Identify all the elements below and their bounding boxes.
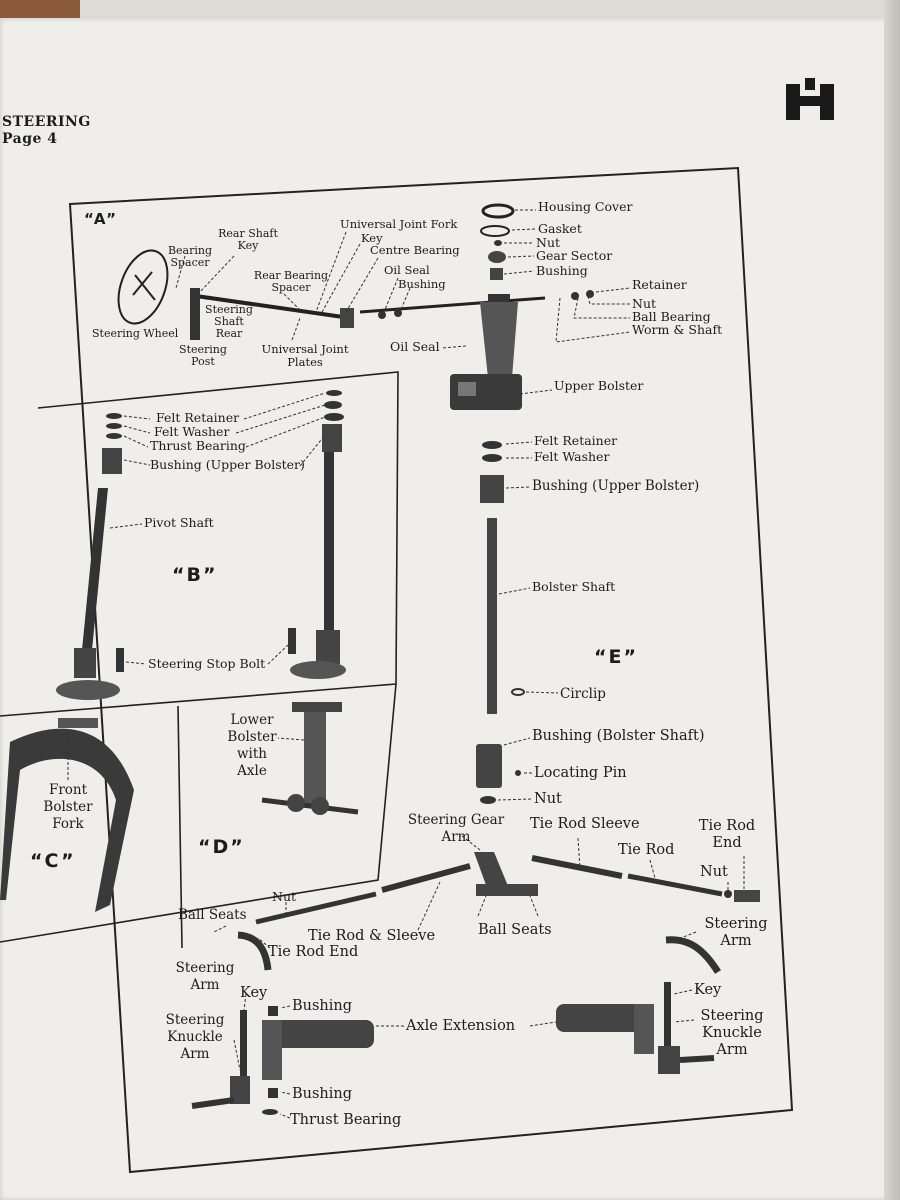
label-nut-a: Nut [536, 235, 561, 250]
section-d-tag: “D” [198, 836, 245, 858]
label-felt-washer-e: Felt Washer [534, 449, 610, 464]
label-key-left: Key [240, 985, 268, 1001]
label-pivot-shaft: Pivot Shaft [144, 515, 214, 530]
section-title: STEERING [2, 114, 91, 130]
label-felt-retainer-b: Felt Retainer [156, 410, 240, 425]
label-bearing-spacer: Bearing Spacer [167, 244, 213, 269]
label-bushing-left1: Bushing [292, 998, 353, 1014]
stop-bolt-right-drawing [288, 628, 296, 654]
section-c-tag: “C” [30, 850, 76, 872]
label-universal-joint-plates: Universal Joint Plates [261, 342, 349, 369]
label-nut-left: Nut [272, 889, 297, 904]
label-front-bolster-fork: Front Bolster Fork [43, 782, 93, 832]
tie-rod-left-drawing [255, 891, 377, 925]
label-lower-bolster-axle: Lower Bolster with Axle [227, 712, 277, 779]
label-bushing-upper-bolster-b: Bushing (Upper Bolster) [150, 457, 305, 472]
stop-bolt-left-drawing [116, 648, 124, 672]
label-tie-rod-end-right: Tie Rod End [698, 818, 756, 851]
label-steering-knuckle-arm-left: Steering Knuckle Arm [165, 1012, 225, 1062]
label-key-right: Key [694, 982, 722, 998]
section-a-tag: “A” [84, 210, 119, 228]
label-steering-wheel: Steering Wheel [92, 327, 179, 340]
label-steering-shaft-rear: Steering Shaft Rear [205, 303, 253, 340]
steering-arm-left-drawing [237, 931, 272, 971]
label-worm-shaft: Worm & Shaft [632, 322, 723, 337]
label-locating-pin: Locating Pin [534, 765, 627, 781]
section-d-border [0, 683, 397, 943]
section-b-border [0, 371, 399, 717]
label-upper-bolster: Upper Bolster [554, 378, 644, 393]
binder-edge [884, 0, 900, 1200]
label-bushing-a: Bushing [536, 263, 588, 278]
label-ball-seats-left: Ball Seats [178, 907, 247, 923]
label-steering-gear-arm: Steering Gear Arm [407, 812, 505, 845]
label-felt-retainer-e: Felt Retainer [534, 433, 618, 448]
label-steering-knuckle-arm-right: Steering Knuckle Arm [700, 1008, 764, 1058]
page-number: Page 4 [2, 131, 58, 147]
label-centre-bearing: Centre Bearing [370, 243, 460, 257]
section-e-tag: “E” [594, 646, 638, 668]
pivot-shaft-left-drawing [56, 413, 122, 700]
steering-wheel-drawing [117, 249, 169, 325]
label-gasket: Gasket [538, 221, 582, 236]
label-key-a: Key [361, 231, 383, 245]
worm-shaft-drawing [359, 296, 546, 314]
label-circlip: Circlip [560, 686, 606, 702]
label-steering-post: Steering Post [179, 343, 227, 368]
label-bushing-bolster-shaft: Bushing (Bolster Shaft) [532, 728, 705, 744]
label-felt-washer-b: Felt Washer [154, 424, 230, 439]
upper-bolster-drawing [450, 294, 522, 410]
label-universal-joint-fork: Universal Joint Fork [340, 217, 458, 231]
ih-logo-icon [786, 78, 834, 120]
label-tie-rod-sleeve-left: Tie Rod & Sleeve [308, 928, 436, 944]
front-bolster-fork-drawing [0, 728, 134, 912]
label-ball-bearing: Ball Bearing [632, 309, 711, 324]
label-oil-seal: Oil Seal [390, 339, 440, 354]
label-tie-rod-sleeve: Tie Rod Sleeve [530, 816, 640, 832]
label-retainer: Retainer [632, 277, 687, 292]
label-rear-shaft-key: Rear Shaft Key [218, 227, 278, 252]
centre-bearing-drawing [340, 308, 354, 328]
label-bushing-upper-bolster-e: Bushing (Upper Bolster) [532, 478, 700, 494]
section-cd-divider [177, 705, 183, 949]
lower-bolster-drawing [261, 702, 359, 815]
steering-arm-right-drawing [665, 936, 721, 974]
tie-rod-right-drawing [531, 855, 623, 879]
bolster-shaft-stack-drawing [476, 441, 525, 804]
pivot-shaft-right-drawing [290, 390, 346, 679]
leader-lines [67, 209, 745, 1119]
label-ball-seats-center: Ball Seats [478, 922, 552, 938]
label-nut-e: Nut [534, 791, 562, 807]
axle-extension-right-drawing [556, 1004, 654, 1054]
label-bushing-left2: Bushing [292, 1086, 353, 1102]
knuckle-arm-right-drawing [658, 982, 715, 1074]
label-axle-extension: Axle Extension [406, 1018, 516, 1034]
label-bolster-shaft: Bolster Shaft [532, 579, 616, 594]
label-housing-cover: Housing Cover [538, 199, 633, 214]
steering-post-drawing [190, 288, 200, 340]
label-tie-rod: Tie Rod [618, 842, 675, 858]
label-rear-bearing-spacer: Rear Bearing Spacer [253, 269, 329, 294]
label-thrust-bearing-left: Thrust Bearing [290, 1112, 402, 1128]
label-bushing-a2: Bushing [398, 277, 446, 291]
label-gear-sector: Gear Sector [536, 248, 613, 263]
steering-shaft-rear-drawing [195, 294, 351, 320]
label-oil-seal-top: Oil Seal [384, 263, 430, 277]
label-steering-arm-right: Steering Arm [704, 916, 768, 949]
label-steering-arm-left: Steering Arm [175, 960, 235, 993]
section-b-tag: “B” [172, 564, 218, 586]
steering-gear-arm-drawing [474, 852, 538, 896]
label-nut-a2: Nut [632, 296, 657, 311]
label-steering-stop-bolt: Steering Stop Bolt [148, 656, 266, 671]
label-thrust-bearing-b: Thrust Bearing [150, 438, 246, 453]
knuckle-arm-left-drawing [191, 1010, 250, 1109]
label-nut-right: Nut [700, 864, 728, 880]
axle-extension-left-drawing [262, 1020, 374, 1080]
label-tie-rod-end-left: Tie Rod End [268, 944, 359, 960]
